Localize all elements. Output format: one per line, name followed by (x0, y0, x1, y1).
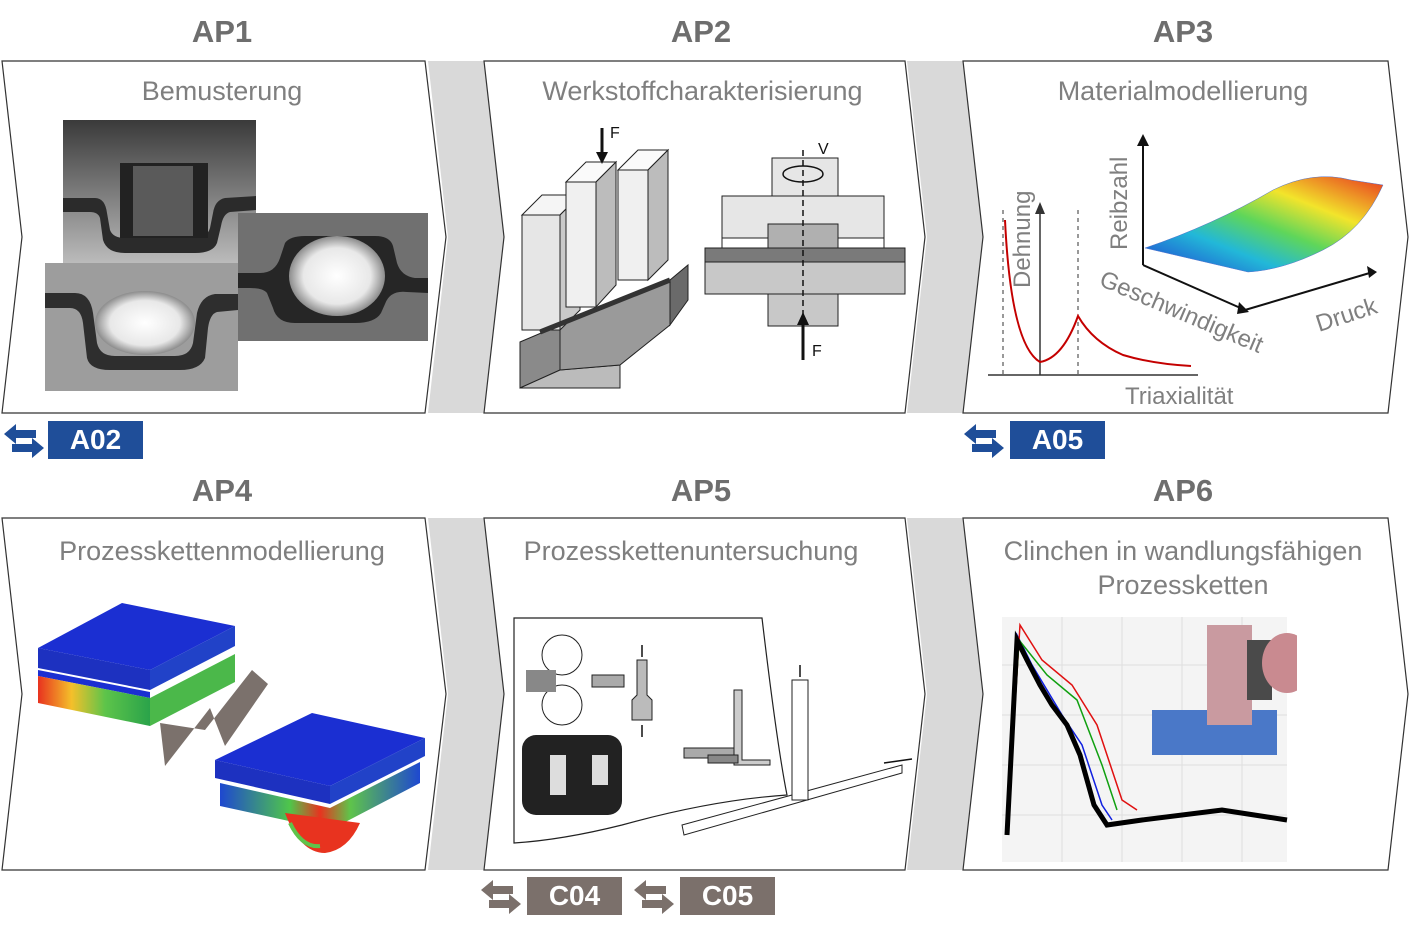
ap4-label: AP4 (191, 473, 253, 508)
ap6-title-line2: Prozessketten (1097, 570, 1269, 600)
ap5-label: AP5 (670, 473, 732, 508)
ap3-x-axis-label: Triaxialität (1125, 383, 1234, 410)
ap6-title-line1: Clinchen in wandlungsfähigen (1003, 536, 1363, 566)
ap3-label: AP3 (1152, 14, 1214, 49)
connector-bottom-1 (428, 518, 504, 870)
badge-a02: A02 (48, 421, 143, 459)
ap5-process-chain-sketch (513, 617, 913, 844)
ap3-y-axis-label: Dehnung (1009, 191, 1036, 288)
badge-c05: C05 (680, 877, 775, 915)
ap6-label: AP6 (1152, 473, 1214, 508)
connector-bottom-2 (907, 518, 983, 870)
ap2-label: AP2 (670, 14, 732, 49)
badge-c04: C04 (527, 877, 622, 915)
ap3-pressure-axis-label: Druck (1313, 292, 1382, 337)
ap3-title: Materialmodellierung (1057, 76, 1309, 106)
ap3-material-model-diagrams: Dehnung Triaxialität Reibzahl Geschwindi… (988, 134, 1384, 410)
exchange-arrows-icon (964, 424, 1004, 458)
ap2-test-fixtures: F V F (519, 125, 906, 389)
ap2-velocity-label: V (818, 141, 829, 158)
connector-top-1 (428, 61, 504, 413)
exchange-arrows-icon (481, 880, 521, 914)
exchange-arrows-icon (634, 880, 674, 914)
ap5-title: Prozesskettenuntersuchung (523, 536, 859, 566)
ap2-force-bottom-label: F (812, 343, 822, 360)
ap3-z-axis-label: Reibzahl (1106, 157, 1133, 250)
ap1-clinch-micrographs (45, 120, 428, 391)
ap4-title: Prozesskettenmodellierung (59, 536, 385, 566)
ap4-fe-simulation (38, 603, 425, 853)
ap1-title: Bemusterung (141, 76, 303, 106)
ap2-title: Werkstoffcharakterisierung (542, 76, 863, 106)
ap1-label: AP1 (191, 14, 253, 49)
badge-a05: A05 (1010, 421, 1105, 459)
exchange-arrows-icon (4, 424, 44, 458)
ap2-force-top-label: F (610, 125, 620, 142)
ap6-force-displacement-results (1002, 617, 1297, 862)
connector-top-2 (907, 61, 983, 413)
